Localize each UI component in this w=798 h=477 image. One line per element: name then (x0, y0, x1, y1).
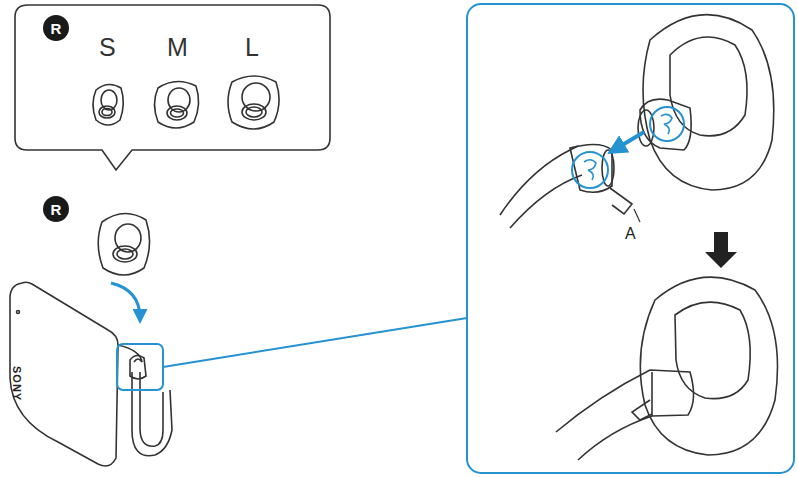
size-label: S (99, 35, 116, 60)
side-letter: R (51, 202, 62, 217)
callout-bubble (15, 5, 330, 170)
ear-tip-m (155, 81, 199, 128)
zoom-line (163, 318, 467, 367)
size-label: L (245, 35, 259, 60)
tip-arrow (111, 283, 140, 318)
side-badge: R (43, 15, 69, 41)
size-label: M (167, 35, 188, 60)
leader-line (634, 209, 640, 222)
part-letter: A (625, 226, 636, 242)
ear-tip-l (228, 76, 279, 129)
attach-arrow (614, 132, 644, 150)
assembled-ear-tip (556, 277, 778, 460)
zoom-panel (467, 4, 794, 473)
neckband-body (10, 282, 118, 466)
side-letter: R (51, 21, 62, 36)
cable (132, 372, 172, 456)
ear-tip-large (638, 15, 774, 190)
highlight-box (117, 344, 163, 390)
earbud-nozzle (500, 144, 632, 228)
brand-logo: SONY (11, 366, 22, 401)
side-badge: R (43, 196, 69, 222)
size-callout: SMLR (15, 5, 330, 150)
ear-tip (98, 213, 149, 275)
ear-tip-s (93, 84, 123, 125)
down-arrow (705, 232, 737, 268)
